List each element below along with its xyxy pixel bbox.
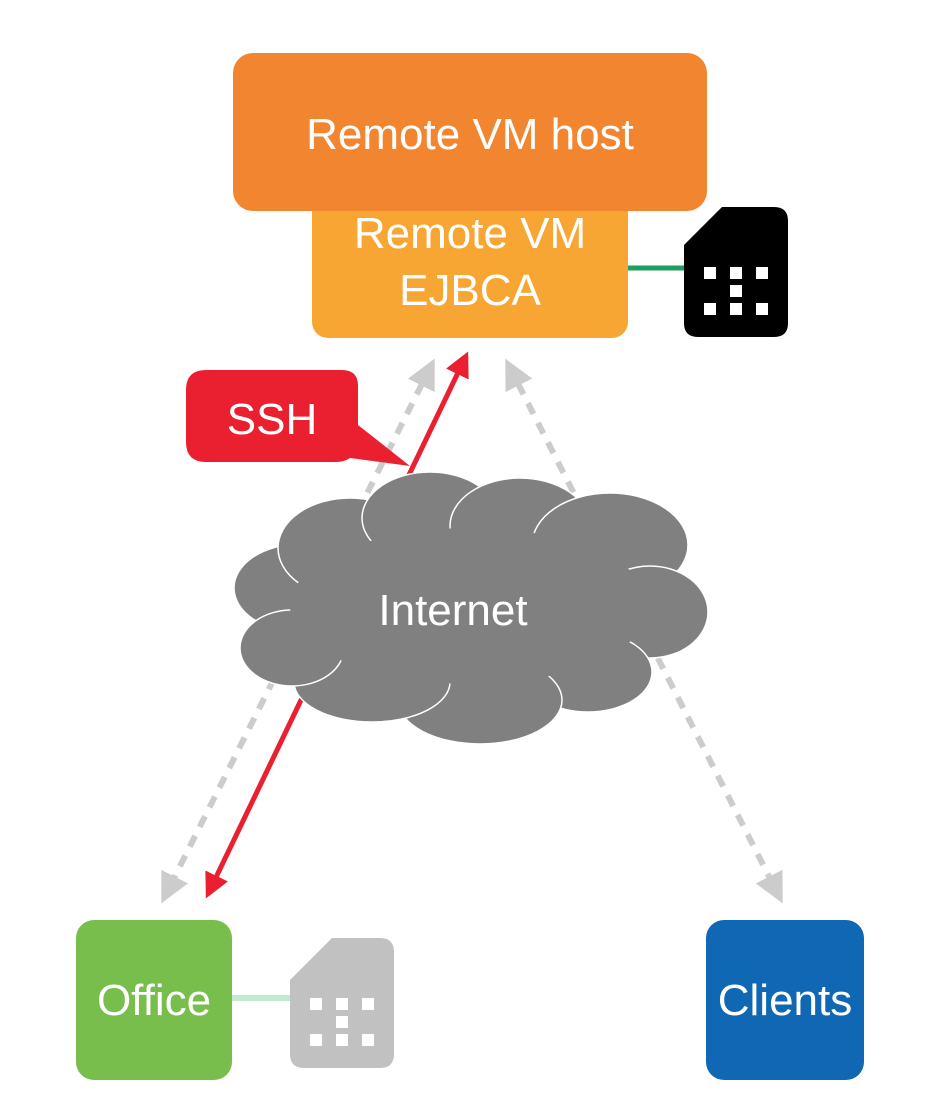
office-box [76,920,232,1080]
ssh-label: SSH [227,395,317,444]
remote-vm-host-label: Remote VM host [306,110,634,159]
office-label: Office [97,976,211,1025]
sim-card-icon [684,207,788,337]
clients-vm-dashed-arrow [505,358,783,904]
remote-vm-label-line2: EJBCA [399,266,541,315]
remote-vm-box [312,178,628,338]
clients-label: Clients [718,976,853,1025]
ssh-callout: SSH [186,370,410,466]
remote-vm-host-box [233,53,707,211]
internet-label: Internet [378,586,527,635]
internet-cloud [233,471,709,745]
sim-card-icon [290,938,394,1068]
remote-vm-label-line1: Remote VM [354,209,586,258]
clients-box [706,920,864,1080]
